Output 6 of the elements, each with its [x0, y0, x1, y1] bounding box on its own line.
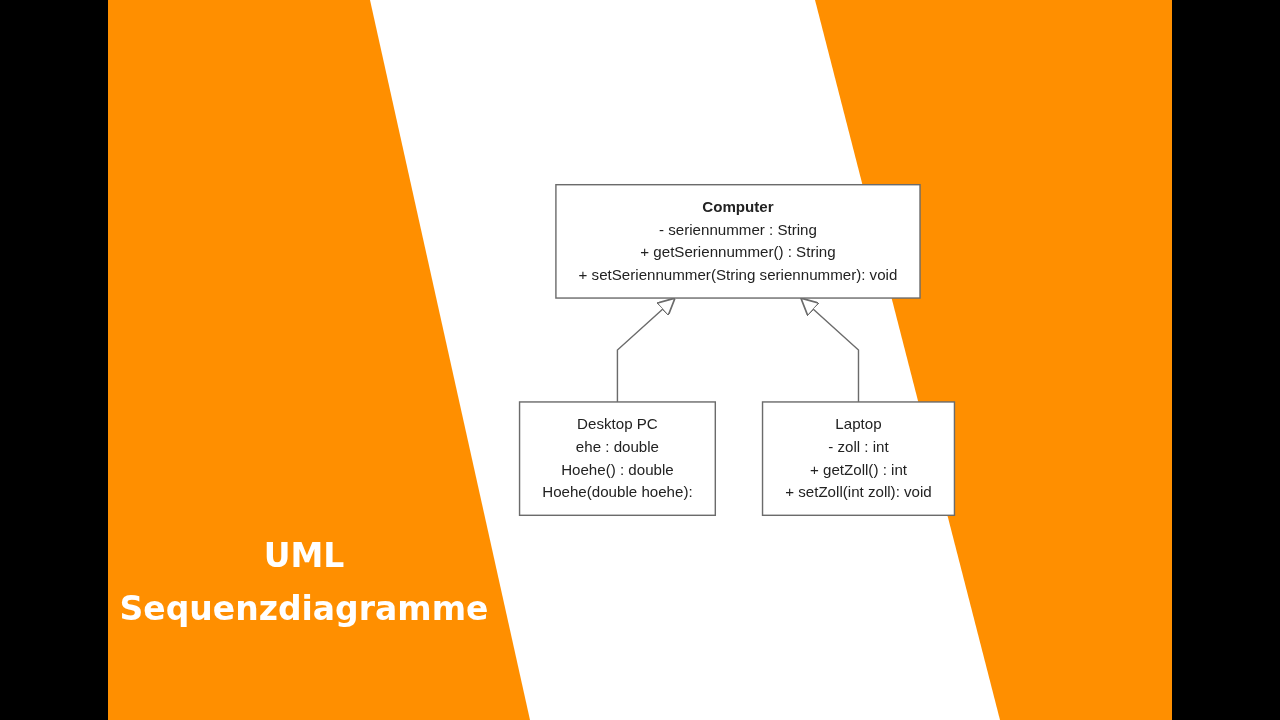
node-box: Desktop PC ehe : double Hoehe() : double Hoehe(double hoehe): — [518, 401, 716, 516]
node-box: Computer - seriennummer : String + getSeriennummer() : String + setSeriennummer(String seriennummer): void — [555, 184, 921, 299]
arrow — [800, 297, 860, 403]
node-box: Laptop - zoll : int + getZoll() : int + setZoll(int zoll): void — [761, 401, 956, 516]
arrow — [616, 297, 676, 403]
title: UML Sequenzdiagramme — [118, 535, 490, 630]
